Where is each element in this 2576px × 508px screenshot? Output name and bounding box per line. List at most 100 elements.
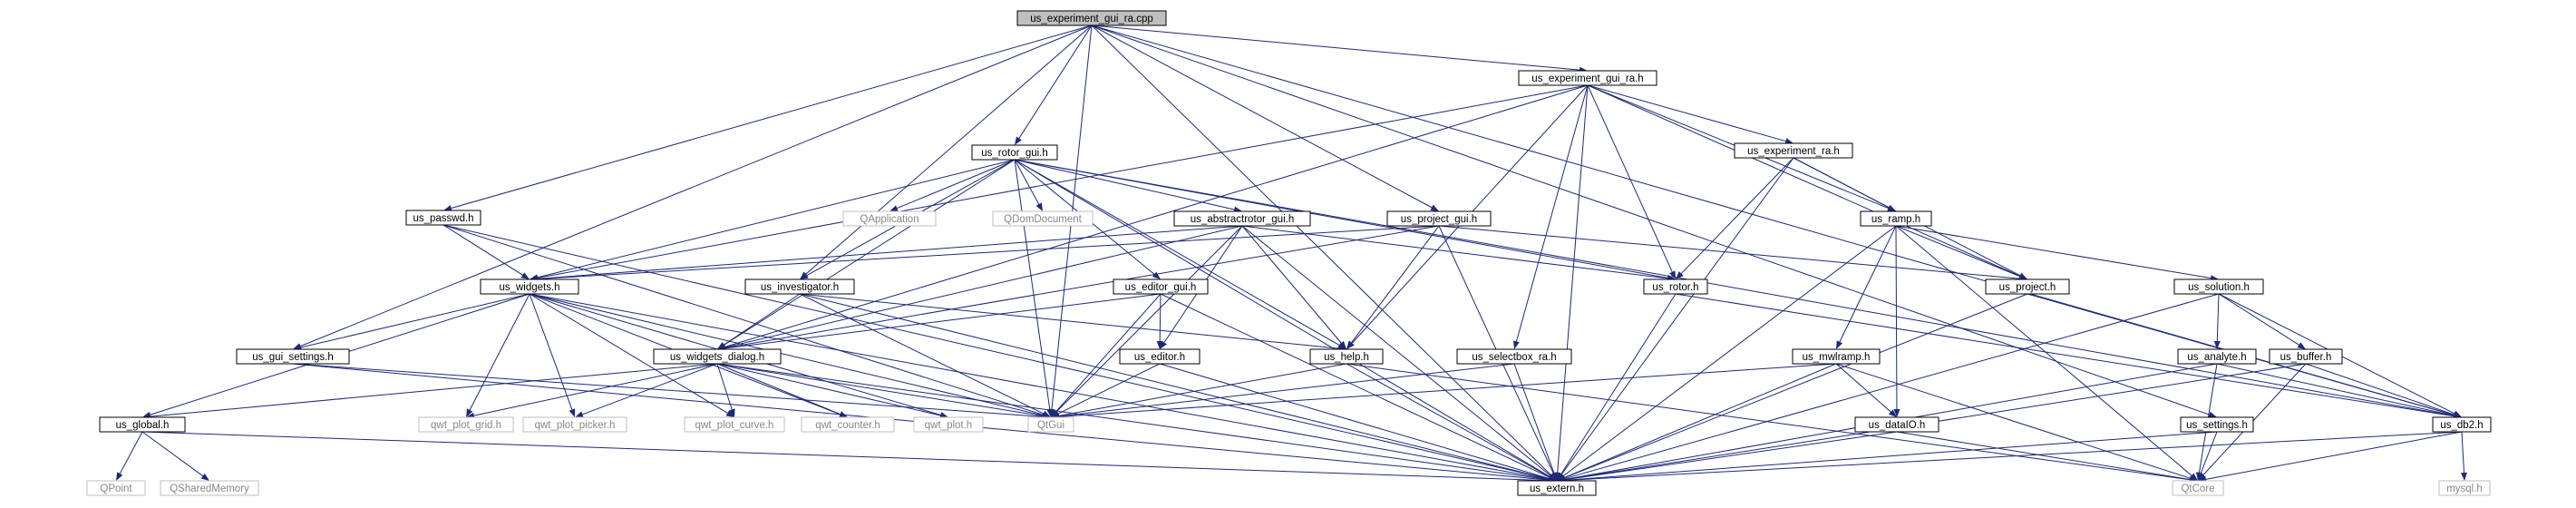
node-label-investigator: us_investigator.h [761, 282, 839, 293]
node-box-qwt_plot [913, 416, 984, 433]
node-label-qwt_plot_picker: qwt_plot_picker.h [535, 420, 616, 431]
node-buffer[interactable]: us_buffer.h [2269, 348, 2343, 365]
node-box-ramp[interactable] [1860, 210, 1932, 227]
node-rotor[interactable]: us_rotor.h [1643, 278, 1708, 295]
node-mwlramp[interactable]: us_mwlramp.h [1792, 348, 1881, 365]
node-label-qwt_plot_grid: qwt_plot_grid.h [431, 420, 501, 431]
node-exp_gui_h[interactable]: us_experiment_gui_ra.h [1518, 70, 1657, 86]
node-analyte[interactable]: us_analyte.h [2177, 348, 2257, 365]
node-label-project: us_project.h [1999, 282, 2056, 293]
node-box-qpoint [86, 480, 146, 496]
edge-help-to-qtgui [1058, 363, 1347, 416]
edge-rotor_gui-to-widgets [537, 159, 1016, 278]
node-investigator[interactable]: us_investigator.h [744, 278, 855, 295]
node-abstractrotor[interactable]: us_abstractrotor_gui.h [1173, 210, 1311, 227]
node-box-selectbox[interactable] [1456, 348, 1572, 365]
node-box-project[interactable] [1985, 278, 2070, 295]
edge-rotor_gui-to-extern [1014, 159, 1550, 477]
node-label-settings: us_settings.h [2186, 420, 2248, 431]
node-box-global[interactable] [99, 416, 186, 433]
edge-widgets-to-extern [529, 293, 1550, 480]
node-label-rotor_gui: us_rotor_gui.h [981, 148, 1048, 159]
node-box-db2[interactable] [2432, 416, 2492, 433]
node-label-exp_gui_cpp: us_experiment_gui_ra.cpp [1030, 14, 1153, 24]
node-gui_settings[interactable]: us_gui_settings.h [236, 348, 350, 365]
node-exp_ra[interactable]: us_experiment_ra.h [1734, 142, 1853, 159]
edge-widgets-to-gui_settings [300, 293, 530, 348]
edge-widgets-to-qwt_plot_curve [529, 293, 728, 414]
node-widgets_dialog[interactable]: us_widgets_dialog.h [653, 348, 782, 365]
node-project_gui[interactable]: us_project_gui.h [1386, 210, 1492, 227]
node-box-gui_settings[interactable] [236, 348, 350, 365]
edge-ramp-to-project [1895, 225, 2020, 278]
node-editor[interactable]: us_editor.h [1119, 348, 1201, 365]
node-qapplication: QApplication [842, 210, 937, 227]
node-layer: us_experiment_gui_ra.cpp us_experiment_gu… [86, 10, 2492, 496]
edge-widgets-to-qwt_plot_grid [469, 293, 530, 411]
node-solution[interactable]: us_solution.h [2173, 278, 2264, 295]
edge-exp_gui_h-to-rotor [1587, 84, 1673, 273]
edge-rotor_gui-to-qtgui [1014, 159, 1051, 410]
node-box-exp_ra[interactable] [1734, 142, 1853, 159]
node-help[interactable]: us_help.h [1309, 348, 1384, 365]
node-mysql: mysql.h [2438, 480, 2491, 496]
node-box-passwd[interactable] [405, 210, 481, 226]
node-box-mwlramp[interactable] [1792, 348, 1881, 365]
node-box-qsharedmemory [160, 480, 259, 496]
node-box-abstractrotor[interactable] [1173, 210, 1311, 227]
node-box-solution[interactable] [2173, 278, 2264, 295]
node-db2[interactable]: us_db2.h [2432, 416, 2492, 433]
edge-widgets-to-qwt_plot_picker [529, 293, 573, 410]
edge-exp_gui_cpp-to-investigator [805, 24, 1093, 275]
node-project[interactable]: us_project.h [1985, 278, 2070, 295]
node-settings[interactable]: us_settings.h [2180, 416, 2254, 433]
node-rotor_gui[interactable]: us_rotor_gui.h [971, 144, 1058, 161]
node-box-widgets_dialog[interactable] [653, 348, 782, 365]
node-passwd[interactable]: us_passwd.h [405, 210, 481, 226]
edge-layer [116, 24, 2467, 484]
node-box-help[interactable] [1309, 348, 1384, 365]
node-box-editor_gui[interactable] [1113, 278, 1209, 295]
node-box-analyte[interactable] [2177, 348, 2257, 365]
arrowhead-widgets-to-qwt_plot_picker [569, 408, 576, 417]
node-box-exp_gui_h[interactable] [1518, 70, 1657, 86]
node-box-exp_gui_cpp[interactable] [1016, 10, 1167, 26]
node-box-rotor_gui[interactable] [971, 144, 1058, 161]
edge-exp_gui_h-to-project [1587, 84, 2020, 277]
node-label-qsharedmemory: QSharedMemory [170, 484, 249, 494]
node-label-solution: us_solution.h [2188, 282, 2250, 293]
edge-widgets_dialog-to-qwt_plot_curve [716, 363, 733, 410]
edge-widgets_dialog-to-global [150, 363, 718, 417]
edge-analyte-to-db2 [2216, 363, 2454, 416]
node-box-dataio[interactable] [1854, 416, 1939, 433]
edge-editor_gui-to-editor [1159, 293, 1162, 342]
node-box-extern[interactable] [1517, 480, 1597, 496]
arrowhead-exp_gui_cpp-to-project_gui [1430, 204, 1439, 211]
edge-mwlramp-to-dataio [1835, 363, 1891, 413]
edge-selectbox-to-qtgui [1058, 363, 1515, 417]
node-editor_gui[interactable]: us_editor_gui.h [1113, 278, 1209, 295]
node-qtgui: QtGui [1027, 416, 1074, 433]
node-label-selectbox: us_selectbox_ra.h [1472, 352, 1556, 363]
node-box-widgets[interactable] [480, 278, 579, 295]
node-selectbox[interactable]: us_selectbox_ra.h [1456, 348, 1572, 365]
edge-editor_gui-to-widgets_dialog [724, 293, 1162, 349]
node-box-project_gui[interactable] [1386, 210, 1492, 227]
node-ramp[interactable]: us_ramp.h [1860, 210, 1932, 227]
edge-project-to-extern [1564, 293, 2028, 479]
node-exp_gui_cpp[interactable]: us_experiment_gui_ra.cpp [1016, 10, 1167, 26]
node-box-settings[interactable] [2180, 416, 2254, 433]
arrowhead-project_gui-to-help [1346, 340, 1355, 349]
node-widgets[interactable]: us_widgets.h [480, 278, 579, 295]
node-label-widgets_dialog: us_widgets_dialog.h [670, 352, 764, 363]
node-box-rotor[interactable] [1643, 278, 1708, 295]
node-box-buffer[interactable] [2269, 348, 2343, 365]
node-extern[interactable]: us_extern.h [1517, 480, 1597, 496]
node-box-editor[interactable] [1119, 348, 1201, 365]
node-box-investigator[interactable] [744, 278, 855, 295]
node-dataio[interactable]: us_dataIO.h [1854, 416, 1939, 433]
node-global[interactable]: us_global.h [99, 416, 186, 433]
node-label-qapplication: QApplication [860, 214, 919, 225]
edge-exp_gui_cpp-to-gui_settings [300, 24, 1093, 347]
